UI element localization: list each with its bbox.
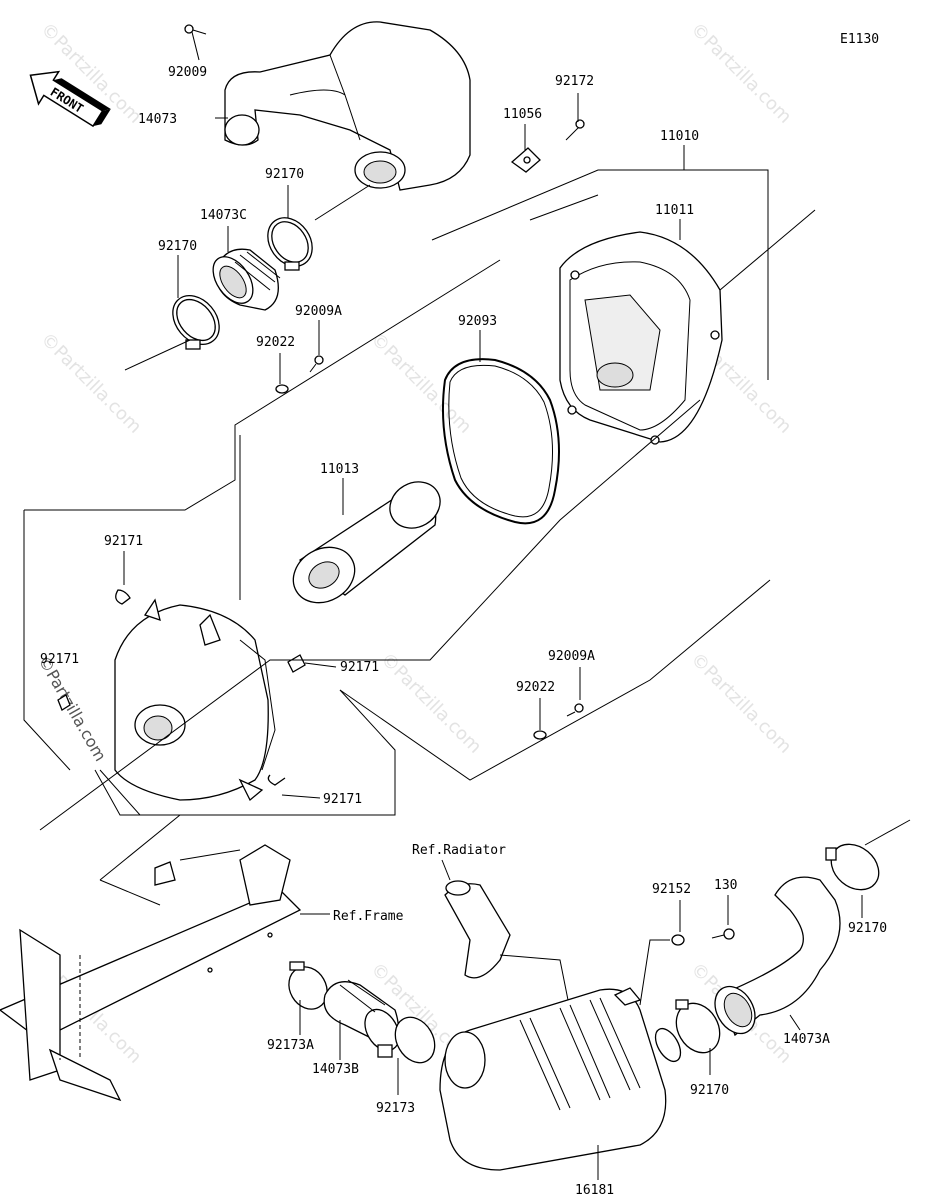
watermark: ©Partzilla.com bbox=[366, 329, 475, 438]
hose-14073A bbox=[714, 876, 841, 1037]
frame-ref bbox=[0, 844, 302, 1102]
label-16181: 16181 bbox=[575, 1183, 614, 1198]
bolt-130 bbox=[711, 928, 735, 940]
washer-92022-lower bbox=[533, 730, 547, 740]
ref-frame-label: Ref.Frame bbox=[333, 909, 404, 924]
label-92093: 92093 bbox=[458, 314, 497, 329]
watermark: ©Partzilla.com bbox=[686, 19, 795, 128]
part-labels: 92009 14073 92172 11056 11010 92170 1407… bbox=[40, 65, 887, 1198]
label-92022: 92022 bbox=[256, 335, 295, 350]
bracket-11056 bbox=[510, 147, 541, 173]
washer-92152 bbox=[671, 934, 685, 946]
clamp-92173 bbox=[377, 1016, 436, 1064]
clamp-92170-lower bbox=[675, 999, 721, 1054]
label-92170: 92170 bbox=[690, 1083, 729, 1098]
watermark: ©Partzilla.com bbox=[35, 653, 111, 765]
label-92171: 92171 bbox=[323, 792, 362, 807]
clamp-92170-left bbox=[172, 294, 220, 350]
air-filter-11013 bbox=[292, 481, 441, 604]
label-92009A: 92009A bbox=[548, 649, 595, 664]
label-14073B: 14073B bbox=[312, 1062, 359, 1077]
watermark: ©Partzilla.com bbox=[376, 649, 485, 758]
label-92173A: 92173A bbox=[267, 1038, 314, 1053]
label-11010: 11010 bbox=[660, 129, 699, 144]
label-92170: 92170 bbox=[848, 921, 887, 936]
label-92171: 92171 bbox=[104, 534, 143, 549]
label-92170: 92170 bbox=[158, 239, 197, 254]
seal-92093 bbox=[441, 358, 560, 525]
label-14073: 14073 bbox=[138, 112, 177, 127]
bolt-92172 bbox=[565, 119, 585, 141]
label-11056: 11056 bbox=[503, 107, 542, 122]
clamp-92173A bbox=[288, 961, 328, 1010]
screw-92009A-upper bbox=[309, 355, 324, 373]
radiator-duct bbox=[444, 880, 511, 979]
leader-lines bbox=[23, 31, 911, 1180]
ref-radiator-label: Ref.Radiator bbox=[412, 843, 506, 858]
label-92171: 92171 bbox=[40, 652, 79, 667]
label-92009A: 92009A bbox=[295, 304, 342, 319]
watermark: ©Partzilla.com bbox=[686, 649, 795, 758]
label-92171: 92171 bbox=[340, 660, 379, 675]
intake-duct-14073 bbox=[224, 21, 471, 191]
label-92172: 92172 bbox=[555, 74, 594, 89]
boot-14073B bbox=[323, 979, 400, 1052]
label-14073A: 14073A bbox=[783, 1032, 830, 1047]
label-92173: 92173 bbox=[376, 1101, 415, 1116]
air-box-case-11011 bbox=[559, 231, 723, 445]
clamp-92170-upper bbox=[267, 217, 313, 271]
screw-92009A-lower bbox=[566, 703, 584, 717]
clip-92171 bbox=[57, 589, 306, 786]
label-92152: 92152 bbox=[652, 882, 691, 897]
clamp-92170-right bbox=[825, 843, 880, 891]
label-92022: 92022 bbox=[516, 680, 555, 695]
boot-14073C bbox=[212, 248, 281, 311]
label-92170: 92170 bbox=[265, 167, 304, 182]
label-130: 130 bbox=[714, 878, 737, 893]
label-92009: 92009 bbox=[168, 65, 207, 80]
label-11011: 11011 bbox=[655, 203, 694, 218]
washer-92022-upper bbox=[275, 384, 289, 394]
silencer-16181 bbox=[439, 987, 682, 1171]
air-box-cap bbox=[114, 598, 276, 802]
diagram-code: E1130 bbox=[840, 32, 879, 47]
watermark: ©Partzilla.com bbox=[36, 329, 145, 438]
bolt-92009 bbox=[184, 24, 207, 35]
label-11013: 11013 bbox=[320, 462, 359, 477]
label-14073C: 14073C bbox=[200, 208, 247, 223]
